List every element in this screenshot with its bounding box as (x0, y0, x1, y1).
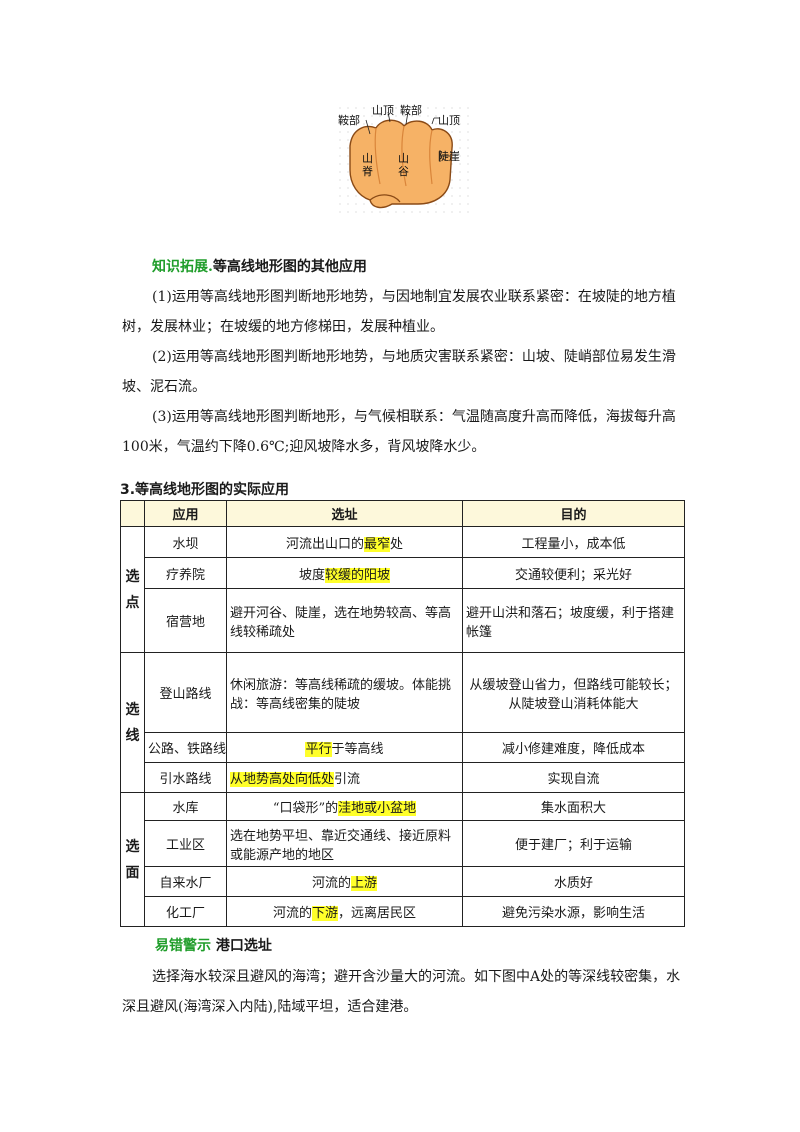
group-area: 选面 (120, 792, 145, 927)
table-row: 疗养院 坡度较缓的阳坡 交通较便利；采光好 (121, 557, 685, 589)
label-top-right: 山顶 (438, 114, 460, 127)
table-row: 选线 登山路线 休闲旅游：等高线稀疏的缓坡。体能挑战：等高线密集的陡坡 从缓坡登… (120, 652, 685, 793)
table-row: 选点 水坝 河流出山口的最窄处 工程量小，成本低 (120, 526, 685, 653)
group-point: 选点 (120, 526, 145, 653)
label-cliff: 陡崖 (438, 150, 460, 163)
knowledge-heading: 知识拓展.等高线地形图的其他应用 (152, 256, 367, 276)
label-ridge: 山脊 (362, 152, 373, 178)
knowledge-paragraph-2: (2)运用等高线地形图判断地形地势，与地质灾害联系紧密：山坡、陡峭部位易发生滑坡… (122, 349, 676, 395)
table-header-row: 应用 选址 目的 (120, 500, 685, 527)
label-valley: 山谷 (398, 152, 409, 178)
knowledge-title: 等高线地形图的其他应用 (212, 259, 367, 275)
header-site: 选址 (226, 500, 463, 527)
table-row: 宿营地 避开河谷、陡崖，选在地势较高、等高线较稀疏处 避开山洪和落石；坡度缓，利… (121, 588, 685, 653)
label-saddle-left: 鞍部 (338, 114, 360, 127)
knowledge-paragraph-3: (3)运用等高线地形图判断地形，与气候相联系：气温随高度升高而降低，海拔每升高1… (122, 409, 676, 455)
header-blank (120, 500, 145, 527)
warning-paragraph: 选择海水较深且避风的海湾；避开含沙量大的河流。如下图中A处的等深线较密集，水深且… (122, 969, 681, 1015)
fist-illustration (336, 104, 470, 214)
table-row: 工业区 选在地势平坦、靠近交通线、接近原料或能源产地的地区 便于建厂；利于运输 (121, 820, 685, 867)
warning-tag: 易错警示 (155, 938, 211, 954)
label-saddle-right: 鞍部 (400, 104, 422, 117)
fist-landform-figure: 鞍部 山顶 鞍部 山顶 陡崖 山脊 山谷 (336, 104, 470, 214)
header-purpose: 目的 (462, 500, 685, 527)
table-row: 公路、铁路线 平行于等高线 减小修建难度，降低成本 (121, 732, 685, 763)
warning-title: 港口选址 (215, 938, 272, 954)
section-title: 3.等高线地形图的实际应用 (120, 482, 290, 498)
group-line: 选线 (120, 652, 145, 793)
knowledge-paragraph-1: (1)运用等高线地形图判断地形地势，与因地制宜发展农业联系紧密：在坡陡的地方植树… (122, 289, 676, 335)
table-row: 化工厂 河流的下游，远离居民区 避免污染水源，影响生活 (121, 896, 685, 927)
table-row: 自来水厂 河流的上游 水质好 (121, 866, 685, 897)
warning-heading: 易错警示 港口选址 (155, 935, 272, 955)
table-row: 选面 水库 “口袋形”的洼地或小盆地 集水面积大 (120, 792, 685, 927)
table-row: 引水路线 从地势高处向低处引流 实现自流 (121, 762, 685, 793)
label-top-left: 山顶 (372, 104, 394, 117)
application-table: 应用 选址 目的 选点 水坝 河流出山口的最窄处 工程量小，成本低 疗养院 坡度… (120, 500, 685, 927)
header-use: 应用 (144, 500, 227, 527)
knowledge-tag: 知识拓展. (152, 259, 213, 275)
